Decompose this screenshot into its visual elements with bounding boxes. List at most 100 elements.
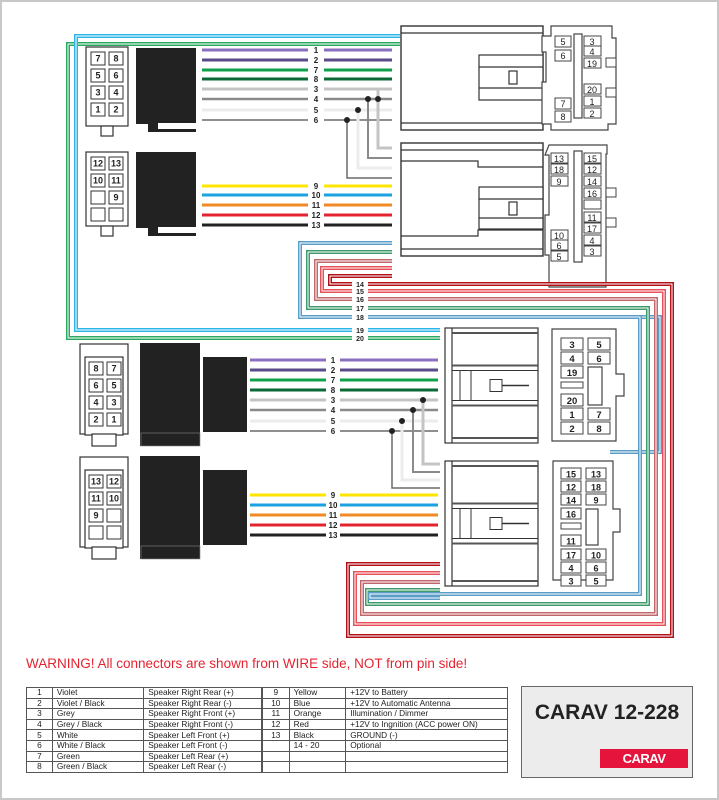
- legend-function: [345, 750, 508, 763]
- pin-label: 8: [596, 424, 601, 435]
- junction-dot: [355, 107, 361, 113]
- junction-dot: [420, 397, 426, 403]
- pin-label: 8: [113, 54, 118, 64]
- wire-14-stripe: [329, 275, 673, 637]
- pin-label: 1: [569, 410, 575, 421]
- pin-cell: [88, 378, 104, 393]
- wire-label: 10: [312, 191, 321, 200]
- pin-label: 5: [556, 252, 561, 262]
- socket-tab: [605, 187, 617, 198]
- pin-label: 4: [568, 564, 573, 574]
- wire-label: 17: [356, 306, 364, 313]
- pin-cell: [554, 110, 572, 123]
- wire-label: 13: [312, 221, 321, 230]
- wire-label: 8: [314, 75, 319, 84]
- pin-cell: [583, 57, 602, 69]
- wire-label: 19: [356, 328, 364, 335]
- pin-label: 12: [566, 483, 576, 493]
- wire-label: 4: [331, 406, 336, 415]
- pin-label: 10: [554, 231, 564, 241]
- pin-cell: [583, 222, 602, 234]
- label-bg: [352, 295, 368, 303]
- wire-label: 6: [331, 427, 336, 436]
- wire-label: 11: [329, 511, 338, 520]
- legend-color: [288, 761, 347, 773]
- pin-label: 4: [93, 398, 98, 408]
- pin-label: 13: [554, 154, 564, 164]
- pin-cell: [583, 175, 602, 187]
- pin-cell: [585, 548, 607, 561]
- label-bg: [352, 313, 368, 321]
- pin-label: 7: [95, 54, 100, 64]
- pin-label: 2: [113, 105, 118, 115]
- junction-dot: [410, 407, 416, 413]
- legend-color: Grey / Black: [51, 718, 145, 731]
- label-bg: [352, 304, 368, 312]
- pin-label: 4: [569, 354, 575, 365]
- legend-color: Yellow: [288, 687, 347, 699]
- pin-cell: [560, 351, 584, 365]
- pin-label: 10: [591, 551, 601, 561]
- wire-label: 12: [329, 521, 338, 530]
- legend-function: Speaker Left Rear (+): [143, 750, 262, 763]
- pin-label: 12: [109, 477, 119, 487]
- wire-label: 3: [314, 85, 319, 94]
- pin-cell: [90, 85, 106, 100]
- pin-cell: [585, 574, 607, 587]
- pin-cell: [108, 207, 124, 222]
- pin-cell: [88, 525, 104, 540]
- wire-5-branch: [356, 110, 392, 170]
- socket-key: [573, 33, 583, 119]
- legend-num: 6: [26, 739, 53, 752]
- pin-cell: [560, 393, 584, 407]
- pin-cell-empty: [583, 199, 602, 210]
- pin-cell: [560, 407, 584, 421]
- pin-label: 5: [111, 381, 116, 391]
- legend-color: Red: [288, 718, 347, 731]
- plug-latch: [100, 225, 114, 237]
- pin-cell: [587, 421, 611, 435]
- pin-label: 11: [91, 494, 101, 504]
- legend-num: 4: [26, 718, 53, 731]
- pin-label: 19: [587, 59, 597, 69]
- pin-cell: [585, 561, 607, 574]
- pin-cell-empty: [560, 522, 582, 530]
- pin-label: 4: [113, 88, 118, 98]
- legend-function: Illumination / Dimmer: [345, 708, 508, 720]
- pin-cell: [560, 574, 582, 587]
- pin-cell: [90, 173, 106, 188]
- wire-label: 10: [329, 501, 338, 510]
- socket-key: [587, 366, 603, 406]
- pin-label: 4: [589, 236, 594, 246]
- legend-num: [262, 750, 290, 763]
- label-bg: [352, 280, 368, 288]
- wire-label: 5: [331, 417, 336, 426]
- pin-label: 13: [591, 470, 601, 480]
- pin-cell: [583, 83, 602, 95]
- pin-cell: [560, 548, 582, 561]
- pin-cell: [106, 412, 122, 427]
- divider: [401, 160, 543, 168]
- wire-4-branch: [412, 410, 440, 473]
- pin-cell: [583, 187, 602, 199]
- wire-label: 14: [356, 282, 364, 289]
- wire-15-stripe: [321, 267, 665, 625]
- pin-label: 5: [596, 340, 602, 351]
- pin-label: 3: [569, 340, 574, 351]
- legend-function: Speaker Right Rear (-): [143, 697, 262, 710]
- wire-19-stripe: [75, 35, 440, 331]
- legend-color: Violet: [51, 687, 145, 699]
- legend-num: 10: [262, 697, 290, 710]
- pin-cell: [560, 421, 584, 435]
- pin-label: 3: [568, 577, 573, 587]
- pin-cell: [560, 507, 582, 520]
- pin-label: 2: [569, 424, 574, 435]
- pin-cell: [90, 190, 106, 205]
- legend-function: [345, 761, 508, 773]
- pin-cell: [550, 163, 569, 175]
- wire-3-branch: [376, 89, 392, 150]
- pin-cell: [108, 190, 124, 205]
